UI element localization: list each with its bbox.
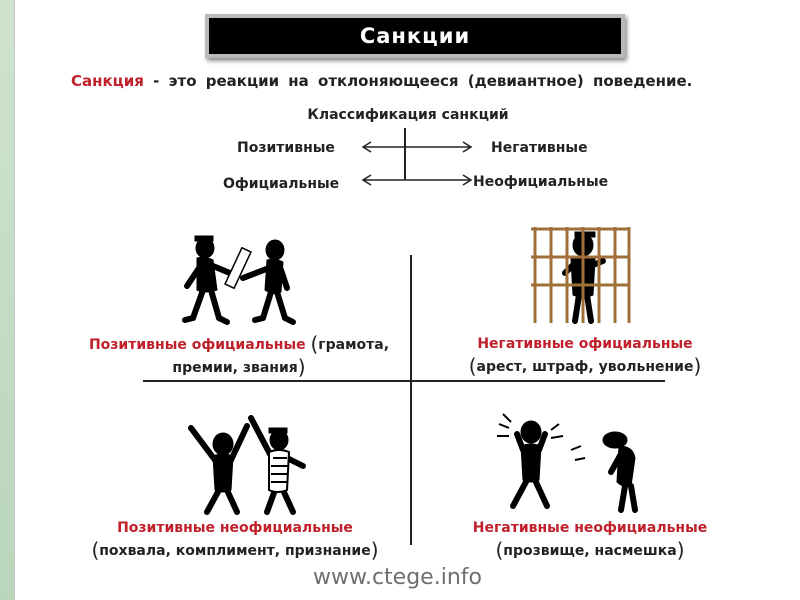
caption-negative-unofficial-line2: прозвище, насмешка <box>503 543 677 559</box>
slide-title: Санкции <box>359 24 471 48</box>
caption-positive-unofficial: Позитивные неофициальные (похвала, компл… <box>55 517 415 562</box>
slide: Санкции Санкция - это реакции на отклоня… <box>14 0 800 600</box>
window-left-strip <box>0 0 14 600</box>
caption-positive-unofficial-line2: похвала, комплимент, признание <box>99 543 371 559</box>
definition-text: - это реакции на отклоняющееся (девиантн… <box>153 72 693 90</box>
handshake-figure-icon <box>182 235 296 325</box>
cheering-figure-icon <box>188 415 306 515</box>
definition-term: Санкция <box>71 72 144 90</box>
caption-positive-official-line2: премии, звания <box>172 360 298 376</box>
slide-title-bar: Санкции <box>205 14 625 58</box>
arrow-positive-negative <box>361 141 473 153</box>
mocked-figure-icon <box>497 413 638 513</box>
classification-unofficial: Неофициальные <box>473 174 609 190</box>
caption-negative-unofficial: Негативные неофициальные (прозвище, насм… <box>435 517 745 562</box>
classification-official: Официальные <box>223 176 340 192</box>
classification-negative: Негативные <box>491 140 588 156</box>
definition-line: Санкция - это реакции на отклоняющееся (… <box>71 72 771 90</box>
caption-negative-unofficial-title: Негативные неофициальные <box>472 520 708 536</box>
diagram-lines <box>143 128 665 545</box>
caption-negative-official-title: Негативные официальные <box>477 336 693 352</box>
arrow-official-unofficial <box>361 174 473 186</box>
caption-positive-official: Позитивные официальные (грамота, премии,… <box>88 332 390 379</box>
watermark-text: www.ctege.info <box>313 565 482 590</box>
prison-figure-icon <box>531 227 631 324</box>
classification-positive: Позитивные <box>237 140 335 156</box>
caption-negative-official: Негативные официальные (арест, штраф, ув… <box>435 333 735 378</box>
caption-positive-official-title: Позитивные официальные <box>88 337 306 353</box>
caption-positive-unofficial-title: Позитивные неофициальные <box>117 520 353 536</box>
caption-positive-official-line1: грамота, <box>318 337 390 353</box>
caption-negative-official-line2: арест, штраф, увольнение <box>476 359 694 375</box>
classification-heading: Классификация санкций <box>307 107 509 123</box>
